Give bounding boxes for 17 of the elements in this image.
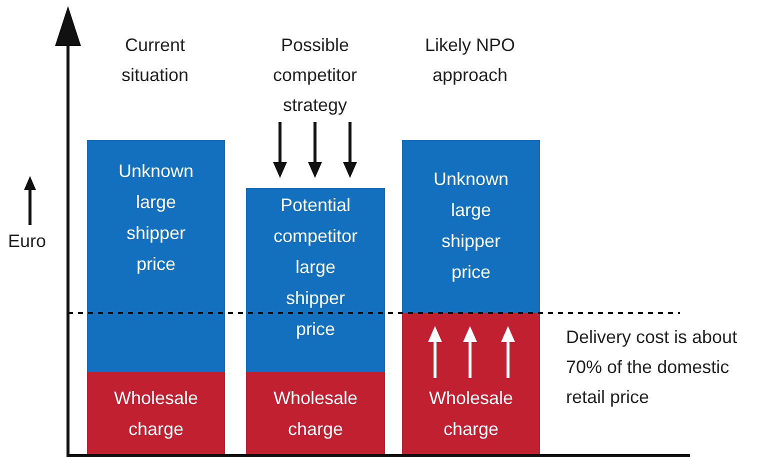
note-text: Delivery cost is about 70% of the domestic retail price [566, 326, 738, 409]
charge-bar-segment [246, 372, 385, 455]
segment-label: Unknown large shipper price [117, 160, 195, 276]
column-heading: Current situation [120, 34, 190, 87]
segment-label: Unknown large shipper price [432, 168, 510, 284]
segment-label: Wholesale charge [272, 386, 359, 441]
price-bar-segment [87, 140, 225, 372]
axis-label: Euro [8, 230, 48, 253]
column-heading: Likely NPO approach [424, 34, 516, 87]
column-heading: Possible competitor strategy [272, 34, 358, 117]
segment-label: Wholesale charge [112, 386, 200, 441]
charge-bar-segment [87, 372, 225, 455]
segment-label: Wholesale charge [428, 387, 514, 441]
price-bar-segment [402, 140, 540, 313]
charge-bar-segment [402, 313, 540, 455]
segment-label: Potential competitor large shipper price [272, 194, 359, 341]
price-bar-segment [246, 188, 385, 372]
